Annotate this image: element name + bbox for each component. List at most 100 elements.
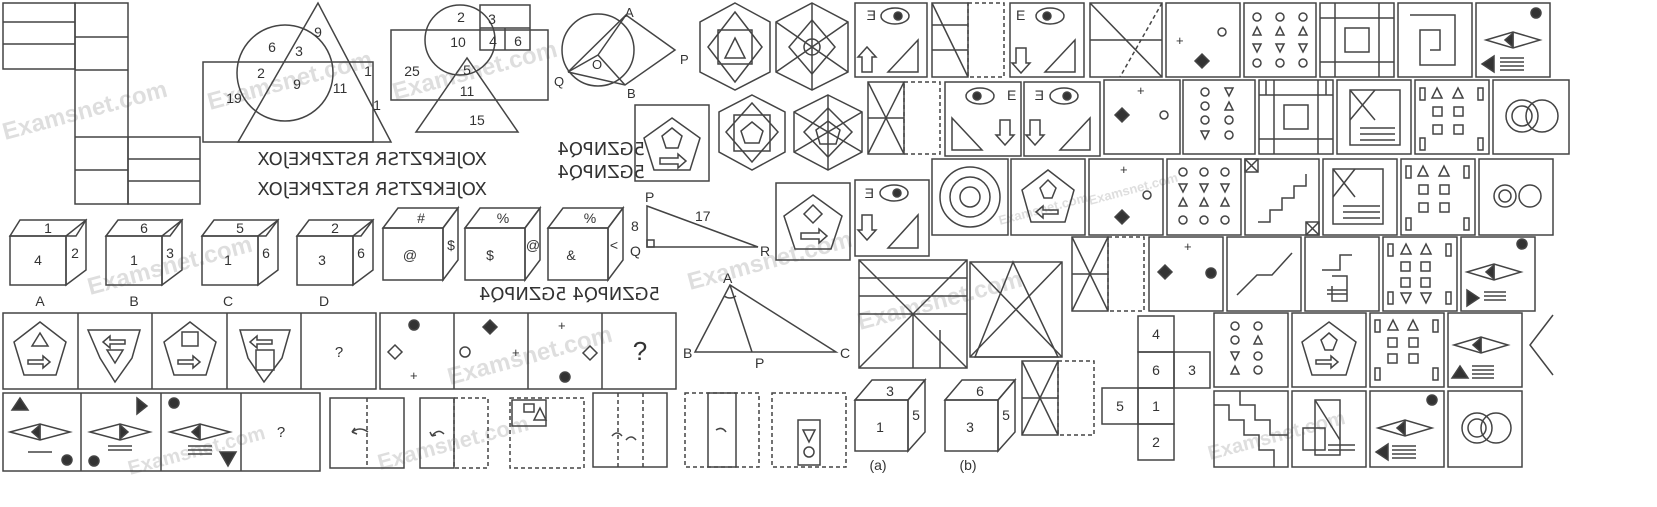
svg-text:+: + bbox=[1137, 83, 1145, 98]
die-face-value: $ bbox=[447, 237, 455, 253]
arrow-diamond-series: ? bbox=[2, 392, 321, 472]
venn-number: 19 bbox=[226, 90, 242, 106]
venn-number: 5 bbox=[463, 62, 471, 78]
arrow-diamond-box bbox=[1475, 2, 1551, 78]
die-face-value: < bbox=[610, 237, 618, 253]
watermark-text: Examsnet.com bbox=[855, 266, 1026, 336]
venn-number: 6 bbox=[514, 33, 522, 49]
shape-grid-box bbox=[1414, 79, 1490, 155]
mirror-code: 5GZNPQ4 5GZNPQ4 bbox=[479, 284, 660, 305]
die: % $ @ bbox=[463, 205, 542, 283]
option-label: B bbox=[129, 293, 138, 309]
hexagon-figure bbox=[718, 94, 786, 171]
point-label: A bbox=[723, 270, 733, 286]
die: 2 3 6 D bbox=[295, 218, 375, 309]
arrow-diamond-box bbox=[1369, 390, 1445, 468]
venn-number: 11 bbox=[460, 83, 475, 99]
shape-grid-box bbox=[1400, 158, 1476, 236]
die-face-value: 5 bbox=[912, 407, 920, 423]
mirror-e-box: E bbox=[854, 179, 930, 257]
watermark-text: Examsnet.com bbox=[1206, 407, 1348, 465]
die-face-value: 1 bbox=[876, 419, 884, 435]
svg-text:+: + bbox=[558, 318, 566, 333]
side-length: 17 bbox=[695, 208, 711, 224]
circle-triangle-figure: A P Q O B bbox=[554, 5, 689, 101]
mirror-letter: E bbox=[1035, 87, 1044, 103]
mirror-letter: E bbox=[1007, 87, 1016, 103]
mirror-e-box: E bbox=[1023, 81, 1101, 157]
question-mark: ? bbox=[633, 336, 647, 366]
venn-number: 1 bbox=[364, 63, 372, 79]
die-face-value: 6 bbox=[357, 245, 365, 261]
net-face-value: 5 bbox=[1116, 398, 1124, 414]
point-label: B bbox=[683, 345, 692, 361]
spiral-box bbox=[1336, 79, 1412, 155]
question-mark: ? bbox=[335, 344, 343, 361]
shape-grid-box bbox=[1382, 236, 1458, 312]
die: 3 1 5 (a) bbox=[853, 377, 927, 473]
watermark-text: Examsnet.com bbox=[1087, 170, 1180, 208]
venn-number: 10 bbox=[450, 34, 466, 50]
die: 6 1 3 B bbox=[104, 218, 184, 309]
paper-folding-series bbox=[329, 392, 847, 469]
venn-number: 2 bbox=[257, 65, 265, 81]
mirror-text-line: XOJEKPZTSR RSTZPKEJOX bbox=[257, 179, 487, 200]
svg-text:+: + bbox=[1184, 239, 1192, 254]
point-label: Q bbox=[630, 243, 641, 259]
symbol-box: + bbox=[1148, 236, 1224, 312]
dice-row: 1 4 2 A 6 1 3 B 5 1 6 C bbox=[8, 218, 375, 309]
venn-triangle-figure: 9 6 3 2 9 11 1 1 19 bbox=[202, 1, 393, 143]
die-face-value: @ bbox=[403, 247, 417, 263]
dice-pair: 3 1 5 (a) 6 3 5 (b) bbox=[853, 377, 1017, 473]
shape-grid-box bbox=[1369, 312, 1445, 388]
venn-number: 3 bbox=[488, 11, 496, 27]
arrow-chevron-figure bbox=[1529, 314, 1554, 376]
die-face-value: 1 bbox=[224, 252, 232, 268]
venn-number: 9 bbox=[314, 24, 322, 40]
triangle-square-figure bbox=[969, 260, 1063, 358]
die-face-value: 3 bbox=[886, 383, 894, 399]
watermark-text: Examsnet.com bbox=[445, 321, 616, 391]
die: # @ $ bbox=[381, 205, 460, 283]
staircase-box bbox=[1244, 158, 1320, 236]
venn-number: 4 bbox=[489, 33, 497, 49]
pentagon-arrow-box bbox=[1291, 312, 1367, 388]
point-label: Q bbox=[554, 74, 564, 89]
die: 5 1 6 C bbox=[200, 218, 280, 309]
net-face-value: 3 bbox=[1188, 362, 1196, 378]
die-face-value: 5 bbox=[1002, 407, 1010, 423]
shape-grid-box bbox=[1243, 2, 1317, 78]
line-box bbox=[931, 2, 1005, 78]
mirror-e-box: E bbox=[1009, 2, 1085, 78]
mirror-letter: E bbox=[1016, 7, 1025, 23]
mirror-code: 5GZNPQ4 bbox=[557, 162, 645, 183]
die-face-value: 5 bbox=[236, 220, 244, 236]
point-label: P bbox=[755, 355, 764, 371]
die-face-value: 3 bbox=[166, 245, 174, 261]
nested-squares-box bbox=[1319, 2, 1395, 78]
svg-text:+: + bbox=[410, 368, 418, 383]
pentagon-series: ? bbox=[2, 312, 377, 390]
point-label: R bbox=[760, 243, 770, 259]
venn-number: 9 bbox=[293, 76, 301, 92]
symbol-box: + bbox=[1088, 158, 1164, 236]
net-face-value: 4 bbox=[1152, 326, 1160, 342]
die-face-value: 1 bbox=[130, 252, 138, 268]
spiral-box bbox=[1322, 158, 1398, 236]
staircase-box bbox=[1213, 390, 1289, 468]
side-length: 8 bbox=[631, 218, 639, 234]
pentagon-arrow-box bbox=[775, 182, 851, 261]
triangle-abc: A B P C bbox=[683, 270, 850, 371]
venn-number: 1 bbox=[373, 97, 381, 113]
symbol-box: + bbox=[1165, 2, 1241, 78]
mirror-letter: E bbox=[865, 185, 874, 201]
point-label: P bbox=[645, 189, 654, 205]
die-face-value: 6 bbox=[262, 245, 270, 261]
die-face-value: 3 bbox=[318, 252, 326, 268]
concentric-circles-box bbox=[931, 158, 1009, 236]
point-label: B bbox=[627, 86, 636, 101]
shape-grid-box bbox=[1166, 158, 1242, 236]
circles-box bbox=[1478, 158, 1554, 236]
mirror-letter: E bbox=[867, 7, 876, 23]
crossed-box bbox=[1071, 236, 1145, 312]
